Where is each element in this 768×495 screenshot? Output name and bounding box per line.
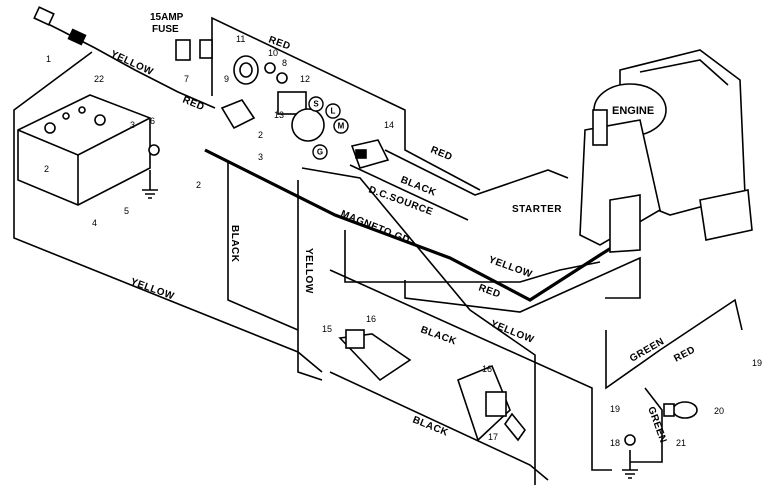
black-wire-bottom: [329, 371, 549, 481]
callout-8: 8: [282, 58, 287, 68]
label-yellow-mid: YELLOW: [487, 254, 534, 280]
terminal-s: S: [313, 100, 319, 109]
engine-label: ENGINE: [612, 105, 654, 117]
callout-17: 17: [488, 432, 498, 442]
red-wire-top-loop: [211, 16, 481, 191]
label-red-engine: RED: [429, 145, 454, 164]
callout-3a: 3: [130, 120, 135, 130]
callout-22: 22: [94, 74, 104, 84]
callout-15: 15: [322, 324, 332, 334]
callout-21: 21: [676, 438, 686, 448]
battery-terminal-left: [44, 122, 56, 134]
seat-switch: [338, 329, 412, 382]
label-red-right: RED: [672, 344, 697, 364]
connector-1: [33, 6, 87, 46]
callout-2b: 2: [196, 180, 201, 190]
green-wire-bottom: [630, 387, 663, 463]
callout-16b: 16: [482, 364, 492, 374]
yellow-wire-diagonal: [329, 269, 612, 471]
magneto-ground-wire: [204, 148, 641, 302]
callout-19a: 19: [752, 358, 762, 368]
yellow-wire-left-loop: [13, 51, 323, 373]
headlight-bulb-icon: [663, 401, 698, 419]
wires: [13, 16, 743, 485]
yellow-wire-vertical: [297, 180, 323, 381]
brake-switch: [457, 364, 527, 442]
terminal-m: M: [338, 122, 345, 131]
label-black-vertical: BLACK: [229, 225, 240, 263]
solenoid: [350, 139, 390, 169]
callout-3b: 3: [258, 152, 263, 162]
callout-12: 12: [300, 74, 310, 84]
terminal-l: L: [331, 107, 336, 116]
fuse-title-line2: FUSE: [152, 24, 179, 35]
callout-7: 7: [184, 74, 189, 84]
callout-10: 10: [268, 48, 278, 58]
black-wire-vertical: [227, 162, 299, 331]
callout-18: 18: [610, 438, 620, 448]
fuse-icon: [175, 39, 213, 61]
callout-5: 5: [124, 206, 129, 216]
switch-terminals: [308, 96, 349, 160]
label-black-mid: BLACK: [419, 324, 458, 347]
label-yellow-diag: YELLOW: [489, 319, 536, 346]
callout-2a: 2: [44, 164, 49, 174]
red-wire-low-loop: [404, 256, 641, 313]
label-yellow-top: YELLOW: [109, 49, 155, 78]
engine: [579, 49, 753, 253]
callout-9: 9: [224, 74, 229, 84]
yellow-wire-mid: [344, 230, 601, 283]
black-wire-mid: [301, 167, 536, 485]
red-wire-engine: [384, 149, 569, 196]
magneto-gd-label: MAGNETO GD.: [339, 209, 414, 248]
callout-11: 11: [236, 34, 245, 44]
callout-13: 13: [274, 110, 284, 120]
ignition-switch: [220, 55, 325, 142]
label-black-dc: BLACK: [399, 175, 438, 199]
battery: [17, 94, 151, 206]
terminal-g: G: [317, 148, 323, 157]
battery-terminal-right: [94, 114, 106, 126]
callout-6: 6: [150, 116, 155, 126]
callout-4: 4: [92, 218, 97, 228]
black-wire-dc: [349, 164, 469, 221]
label-red-low: RED: [477, 282, 502, 300]
label-red-ignition: RED: [181, 95, 206, 114]
starter-label: STARTER: [512, 204, 562, 215]
green-red-harness: [605, 298, 743, 390]
callout-16a: 16: [366, 314, 376, 324]
callout-14: 14: [384, 120, 394, 130]
ground-symbols: [142, 144, 638, 479]
callout-19b: 19: [610, 404, 620, 414]
callout-20: 20: [714, 406, 724, 416]
callout-2c: 2: [258, 130, 263, 140]
callout-1: 1: [46, 54, 51, 64]
fuse-title-line1: 15AMP: [150, 12, 184, 23]
label-yellow-left: YELLOW: [129, 276, 176, 302]
label-yellow-vertical: YELLOW: [303, 248, 314, 294]
yellow-wire-top: [39, 19, 216, 109]
